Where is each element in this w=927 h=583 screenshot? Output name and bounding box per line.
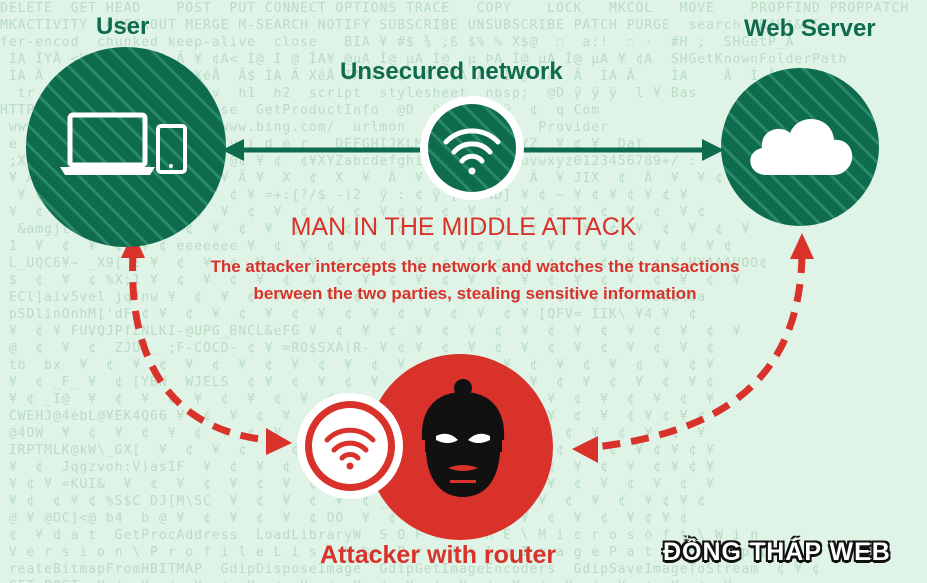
wifi-icon [324,427,376,470]
attacker-label: Attacker with router [320,541,557,569]
cloud-icon [750,119,853,175]
attack-title: MAN IN THE MIDDLE ATTACK [290,213,637,241]
wifi-icon [443,128,501,175]
laptop-icon [60,112,155,175]
network-node [420,96,524,200]
server-node [721,68,879,226]
watermark-logo: ĐỒNG THÁP WEB [663,538,891,566]
user-label: User [96,13,150,40]
web-server-label: Web Server [744,15,876,42]
attacker-node [297,354,553,540]
hacker-icon [421,379,505,497]
attack-description: The attacker intercepts the network and … [210,257,740,303]
user-node [26,47,226,247]
network-label: Unsecured network [340,58,563,85]
phone-icon [156,124,187,174]
